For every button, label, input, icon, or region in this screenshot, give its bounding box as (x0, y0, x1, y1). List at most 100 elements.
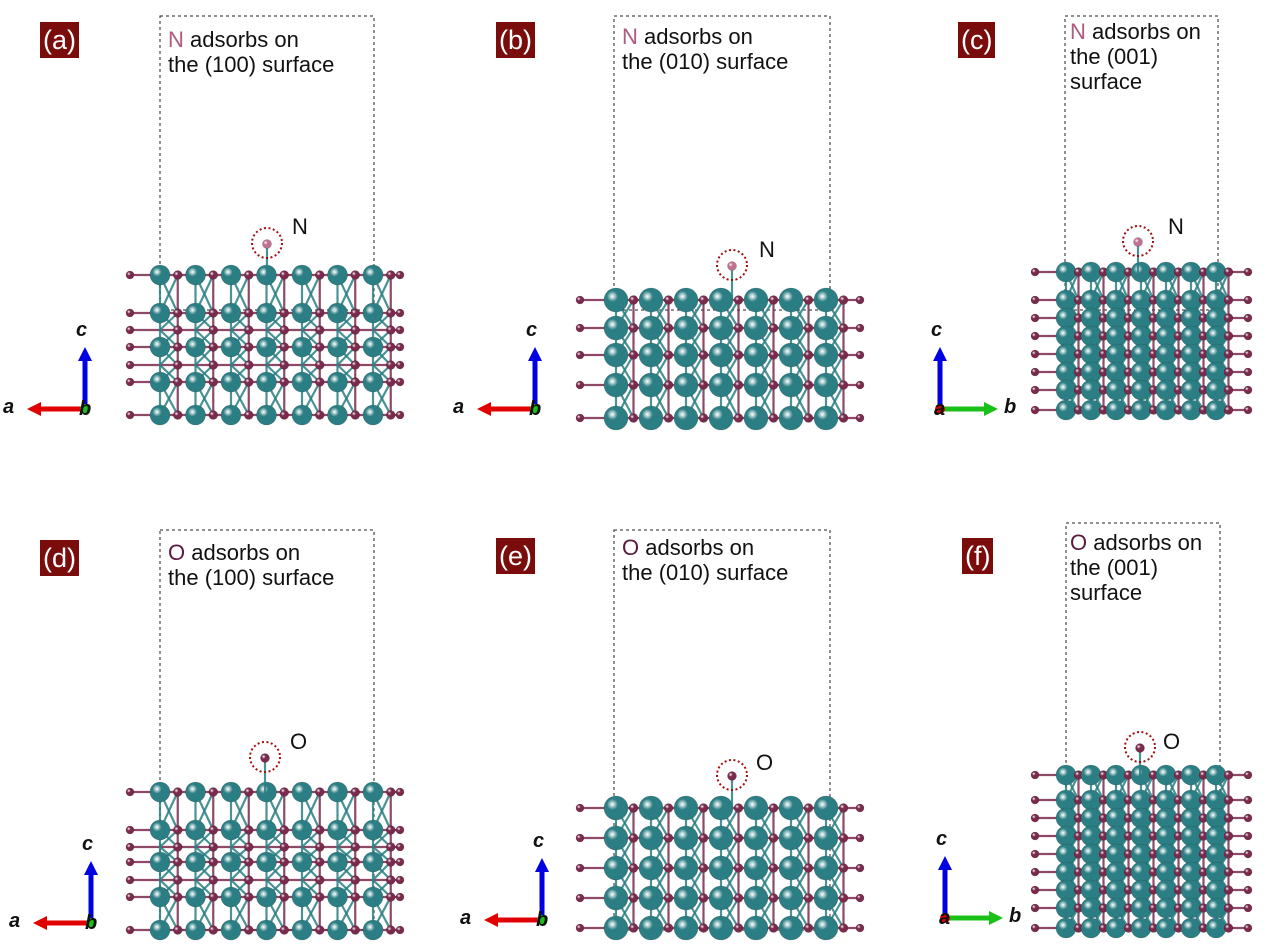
metal-atom (1205, 307, 1227, 329)
metal-atom (778, 342, 804, 368)
metal-atom (149, 371, 171, 393)
caption-text: adsorbs on (1087, 530, 1203, 555)
oxygen-atom (1223, 313, 1234, 323)
oxygen-atom (1223, 385, 1234, 395)
metal-atom (1155, 917, 1177, 939)
metal-atom (743, 315, 769, 341)
metal-atom (1155, 825, 1177, 847)
oxygen-atom (1223, 267, 1234, 277)
metal-atom (638, 915, 664, 941)
metal-atom (256, 404, 277, 426)
oxygen-atom (350, 787, 361, 797)
oxygen-atom (733, 803, 744, 813)
oxygen-atom (314, 342, 325, 352)
oxygen-atom (314, 308, 325, 318)
panel-label-d: (d) (40, 540, 79, 576)
oxygen-atom (350, 410, 361, 420)
metal-atom (1080, 307, 1102, 329)
oxygen-atom (803, 923, 814, 933)
axis-triad (33, 861, 98, 930)
metal-atom (1080, 825, 1102, 847)
oxygen-atom (575, 380, 585, 390)
metal-atom (362, 819, 384, 841)
oxygen-atom (243, 787, 254, 797)
oxygen-atom (172, 410, 183, 420)
oxygen-atom (1223, 903, 1234, 913)
metal-atom (1055, 917, 1077, 939)
metal-atom (362, 919, 384, 941)
metal-atom (743, 885, 769, 911)
axis-label-b: b (536, 909, 549, 931)
metal-atom (1080, 789, 1102, 811)
oxygen-atom (1223, 349, 1234, 359)
axis-label-b: b (1009, 905, 1022, 927)
caption-element: O (622, 535, 640, 560)
metal-atom (362, 851, 384, 873)
metal-atom (1080, 325, 1102, 347)
adsorbate-highlight-circle (716, 759, 748, 791)
axis-c-arrowhead (84, 861, 98, 875)
caption-text: the (010) surface (622, 560, 789, 585)
oxygen-atom (279, 342, 290, 352)
oxygen-atom (768, 295, 779, 305)
oxygen-atom (279, 325, 290, 335)
oxygen-atom (243, 308, 254, 318)
metal-atom (1080, 807, 1102, 829)
axis-label-c: c (533, 830, 545, 852)
metal-atom (185, 781, 206, 803)
metal-atom (813, 885, 839, 911)
metal-atom (220, 886, 242, 908)
metal-atom (778, 915, 804, 941)
metal-atom (1105, 879, 1127, 901)
oxygen-atom (314, 875, 325, 885)
metal-atom (220, 919, 242, 941)
oxygen-atom (575, 833, 585, 843)
metal-atom (327, 264, 348, 286)
oxygen-atom (385, 270, 396, 280)
metal-atom (778, 855, 804, 881)
oxygen-atom (314, 325, 325, 335)
oxygen-atom (1243, 367, 1253, 377)
metal-atom (673, 405, 699, 431)
metal-atom (1105, 361, 1127, 383)
oxygen-atom (1030, 313, 1040, 323)
axis-c-arrowhead (938, 856, 952, 870)
oxygen-atom (1030, 405, 1040, 415)
oxygen-atom (733, 833, 744, 843)
oxygen-atom (279, 377, 290, 387)
oxygen-atom (395, 825, 405, 835)
axis-label-c: c (526, 319, 538, 341)
oxygen-atom (125, 825, 135, 835)
metal-atom (1180, 399, 1202, 421)
oxygen-atom (1030, 849, 1040, 859)
metal-atom (603, 855, 629, 881)
oxygen-atom (733, 413, 744, 423)
metal-atom (778, 315, 804, 341)
oxygen-atom (279, 875, 290, 885)
oxygen-atom (698, 380, 709, 390)
panel-e-structure (484, 529, 865, 941)
oxygen-atom (803, 295, 814, 305)
metal-atom (1180, 843, 1202, 865)
metal-atom (1080, 361, 1102, 383)
metal-atom (1155, 325, 1177, 347)
oxygen-atom (279, 270, 290, 280)
axis-label-b: b (529, 398, 542, 420)
metal-atom (1205, 807, 1227, 829)
oxygen-atom (208, 410, 219, 420)
caption-text: surface (1070, 69, 1143, 94)
caption-text: surface (1070, 580, 1143, 605)
metal-atom (256, 919, 277, 941)
metal-atom (743, 855, 769, 881)
oxygen-atom (698, 923, 709, 933)
oxygen-atom (172, 842, 183, 852)
oxygen-atom (395, 308, 405, 318)
oxygen-atom (279, 410, 290, 420)
oxygen-atom (385, 857, 396, 867)
metal-atom (1180, 825, 1202, 847)
metal-atom (256, 819, 277, 841)
caption-text: adsorbs on (639, 535, 755, 560)
oxygen-atom (803, 380, 814, 390)
oxygen-atom (803, 413, 814, 423)
